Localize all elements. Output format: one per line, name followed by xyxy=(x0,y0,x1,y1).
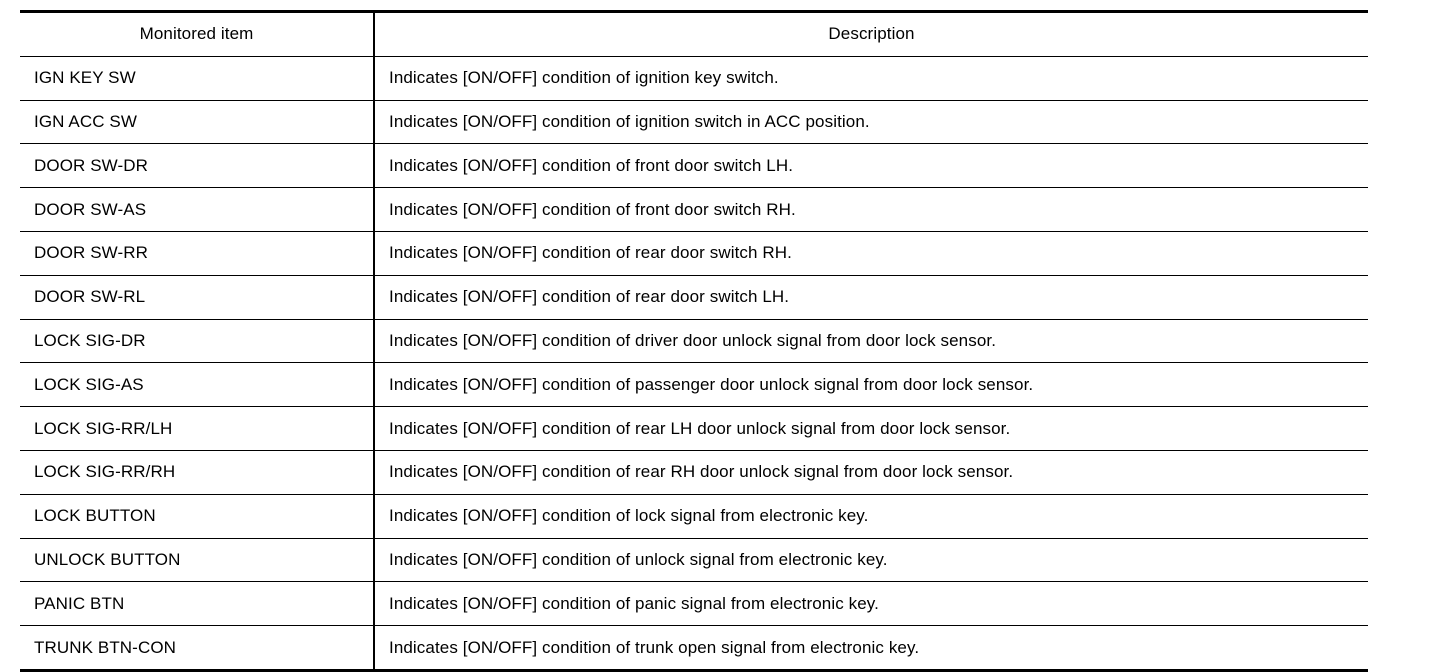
cell-description: Indicates [ON/OFF] condition of front do… xyxy=(374,187,1368,232)
table-row: DOOR SW-AS Indicates [ON/OFF] condition … xyxy=(20,187,1368,232)
cell-description: Indicates [ON/OFF] condition of rear RH … xyxy=(374,450,1368,495)
table-row: IGN ACC SW Indicates [ON/OFF] condition … xyxy=(20,100,1368,145)
cell-monitored-item: TRUNK BTN-CON xyxy=(20,625,375,671)
cell-monitored-item: IGN ACC SW xyxy=(20,100,375,145)
cell-monitored-item: DOOR SW-AS xyxy=(20,187,375,232)
table-row: PANIC BTN Indicates [ON/OFF] condition o… xyxy=(20,581,1368,627)
table-row: LOCK BUTTON Indicates [ON/OFF] condition… xyxy=(20,494,1368,539)
cell-description: Indicates [ON/OFF] condition of rear doo… xyxy=(374,275,1368,320)
table-row: LOCK SIG-RR/LH Indicates [ON/OFF] condit… xyxy=(20,406,1368,451)
table-header: Monitored item Description xyxy=(20,11,1368,57)
cell-description: Indicates [ON/OFF] condition of panic si… xyxy=(374,581,1368,627)
cell-description: Indicates [ON/OFF] condition of driver d… xyxy=(374,319,1368,364)
table-row: DOOR SW-DR Indicates [ON/OFF] condition … xyxy=(20,143,1368,189)
cell-monitored-item: LOCK SIG-DR xyxy=(20,319,375,364)
table-body: IGN KEY SW Indicates [ON/OFF] condition … xyxy=(20,56,1368,671)
cell-monitored-item: LOCK SIG-RR/RH xyxy=(20,450,375,495)
cell-description: Indicates [ON/OFF] condition of lock sig… xyxy=(374,494,1368,539)
monitored-item-table: Monitored item Description IGN KEY SW In… xyxy=(20,10,1368,672)
cell-monitored-item: IGN KEY SW xyxy=(20,56,375,101)
table-row: LOCK SIG-AS Indicates [ON/OFF] condition… xyxy=(20,362,1368,408)
cell-monitored-item: UNLOCK BUTTON xyxy=(20,538,375,583)
column-header-description: Description xyxy=(374,11,1368,57)
cell-description: Indicates [ON/OFF] condition of passenge… xyxy=(374,362,1368,408)
table-header-row: Monitored item Description xyxy=(20,11,1368,57)
cell-description: Indicates [ON/OFF] condition of unlock s… xyxy=(374,538,1368,583)
table-row: TRUNK BTN-CON Indicates [ON/OFF] conditi… xyxy=(20,625,1368,671)
cell-monitored-item: DOOR SW-RL xyxy=(20,275,375,320)
table-row: LOCK SIG-DR Indicates [ON/OFF] condition… xyxy=(20,319,1368,364)
cell-description: Indicates [ON/OFF] condition of rear doo… xyxy=(374,231,1368,276)
table-row: DOOR SW-RR Indicates [ON/OFF] condition … xyxy=(20,231,1368,276)
table-row: LOCK SIG-RR/RH Indicates [ON/OFF] condit… xyxy=(20,450,1368,495)
cell-monitored-item: LOCK SIG-AS xyxy=(20,362,375,408)
cell-description: Indicates [ON/OFF] condition of front do… xyxy=(374,143,1368,189)
cell-monitored-item: DOOR SW-RR xyxy=(20,231,375,276)
cell-description: Indicates [ON/OFF] condition of trunk op… xyxy=(389,637,920,657)
cell-monitored-item: PANIC BTN xyxy=(20,581,375,627)
cell-description: Indicates [ON/OFF] condition of rear LH … xyxy=(374,406,1368,451)
column-header-monitored-item: Monitored item xyxy=(20,11,375,57)
table-row: IGN KEY SW Indicates [ON/OFF] condition … xyxy=(20,56,1368,101)
table-row: DOOR SW-RL Indicates [ON/OFF] condition … xyxy=(20,275,1368,320)
cell-description: Indicates [ON/OFF] condition of ignition… xyxy=(374,56,1368,101)
cell-monitored-item: LOCK SIG-RR/LH xyxy=(20,406,375,451)
cell-monitored-item: LOCK BUTTON xyxy=(20,494,375,539)
cell-description: Indicates [ON/OFF] condition of ignition… xyxy=(374,100,1368,145)
table-row: UNLOCK BUTTON Indicates [ON/OFF] conditi… xyxy=(20,538,1368,583)
cell-monitored-item: DOOR SW-DR xyxy=(20,143,375,189)
